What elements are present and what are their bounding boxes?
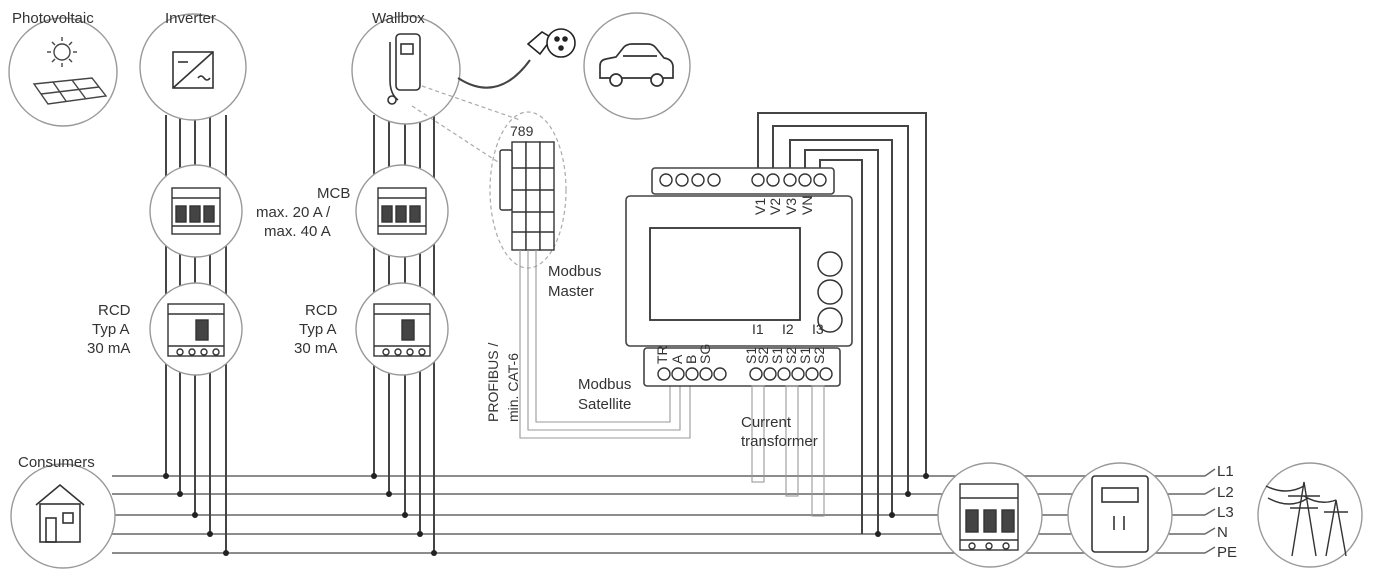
terminal-s1-c: S1 bbox=[797, 347, 813, 364]
consumers-label: Consumers bbox=[18, 454, 95, 471]
modbus-satellite-line1: Modbus bbox=[578, 376, 631, 393]
bus-label-l1: L1 bbox=[1217, 463, 1234, 480]
voltage-sense-wires bbox=[757, 112, 929, 537]
rcd-inverter-line3: 30 mA bbox=[87, 340, 130, 357]
terminal-block-icon bbox=[499, 141, 555, 251]
rcd-wallbox-line2: Typ A bbox=[299, 321, 337, 338]
terminal-s2-a: S2 bbox=[755, 347, 771, 364]
mcb-line1: MCB bbox=[317, 185, 350, 202]
mcb-inverter-icon bbox=[171, 187, 221, 235]
terminal-a: A bbox=[669, 354, 685, 364]
wallbox-label: Wallbox bbox=[372, 10, 425, 27]
rcd-inverter-icon bbox=[167, 303, 225, 357]
terminal-tr: TR bbox=[654, 345, 670, 364]
meter-bottom-screws bbox=[657, 367, 833, 381]
rcd-wallbox-icon bbox=[373, 303, 431, 357]
terminal-s2-b: S2 bbox=[783, 347, 799, 364]
main-breaker-icon bbox=[959, 483, 1019, 551]
modbus-cable bbox=[519, 250, 691, 439]
current-transformer-line1: Current bbox=[741, 414, 792, 431]
modbus-master-line1: Modbus bbox=[548, 263, 601, 280]
terminal-s1-a: S1 bbox=[743, 347, 759, 364]
terminal-vn: VN bbox=[799, 196, 815, 215]
rcd-wallbox-line1: RCD bbox=[305, 302, 338, 319]
house-icon bbox=[35, 483, 85, 543]
modbus-master-line2: Master bbox=[548, 283, 594, 300]
inverter-circle bbox=[139, 13, 247, 121]
current-input-i1: I1 bbox=[752, 321, 764, 337]
current-transformer-wires bbox=[751, 385, 825, 517]
photovoltaic-label: Photovoltaic bbox=[12, 10, 94, 27]
terminal-b: B bbox=[683, 355, 699, 364]
car-circle bbox=[583, 12, 691, 120]
modbus-satellite-line2: Satellite bbox=[578, 396, 631, 413]
profibus-line1: PROFIBUS / bbox=[485, 343, 501, 422]
mcb-wallbox-icon bbox=[377, 187, 427, 235]
bus-lines bbox=[112, 468, 1216, 554]
terminal-s1-b: S1 bbox=[769, 347, 785, 364]
bus-label-l2: L2 bbox=[1217, 484, 1234, 501]
power-pylon-icon bbox=[1265, 481, 1348, 557]
profibus-line2: min. CAT-6 bbox=[505, 353, 521, 422]
current-transformer-line2: transformer bbox=[741, 433, 818, 450]
solar-panel-icon bbox=[32, 37, 108, 105]
rcd-inverter-line2: Typ A bbox=[92, 321, 130, 338]
car-icon bbox=[599, 43, 674, 87]
terminal-s2-c: S2 bbox=[811, 347, 827, 364]
terminal-sg: SG bbox=[697, 344, 713, 364]
terminal-v3: V3 bbox=[783, 198, 799, 215]
terminal-v1: V1 bbox=[752, 198, 768, 215]
charging-plug-icon bbox=[526, 28, 576, 58]
rcd-inverter-line1: RCD bbox=[98, 302, 131, 319]
bus-label-n: N bbox=[1217, 524, 1228, 541]
wallbox-icon bbox=[387, 33, 421, 105]
grid-meter-icon bbox=[1091, 475, 1149, 553]
current-input-i2: I2 bbox=[782, 321, 794, 337]
photovoltaic-circle bbox=[8, 17, 118, 127]
meter-top-screws bbox=[659, 173, 827, 187]
terminal-v2: V2 bbox=[767, 198, 783, 215]
inverter-icon bbox=[172, 51, 214, 89]
mcb-line3: max. 40 A bbox=[264, 223, 331, 240]
terminal-789-label: 789 bbox=[510, 123, 534, 139]
bus-label-l3: L3 bbox=[1217, 504, 1234, 521]
rcd-wallbox-line3: 30 mA bbox=[294, 340, 337, 357]
current-input-i3: I3 bbox=[812, 321, 824, 337]
bus-label-pe: PE bbox=[1217, 544, 1237, 561]
inverter-label: Inverter bbox=[165, 10, 216, 27]
mcb-line2: max. 20 A / bbox=[256, 204, 331, 221]
